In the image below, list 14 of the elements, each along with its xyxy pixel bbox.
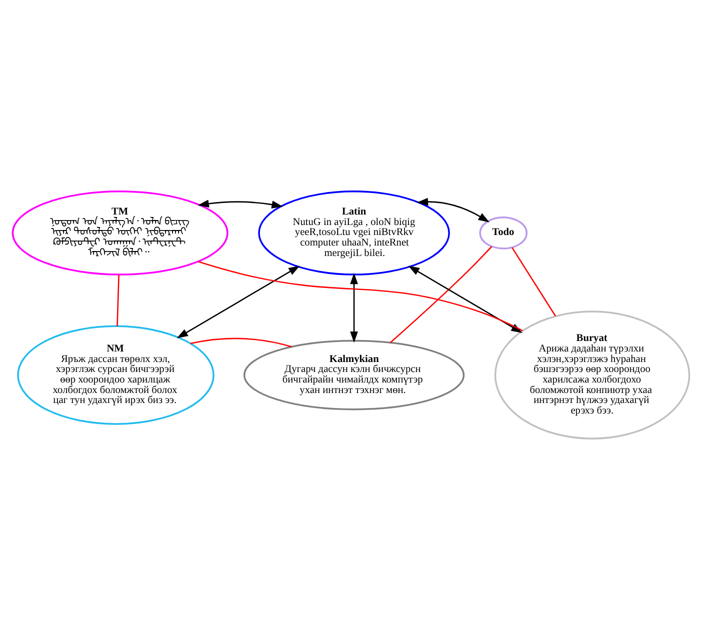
arrow xyxy=(416,197,490,222)
arrow xyxy=(198,199,283,208)
arrow xyxy=(350,272,358,342)
connector xyxy=(512,246,556,316)
arrow xyxy=(176,265,300,338)
connector xyxy=(190,337,292,347)
connector xyxy=(198,260,523,331)
node-ellipse: Todo xyxy=(479,216,528,249)
node-ellipse: NM Яръж дассан төрөлх хэл, хэрэглэж сурсан бичгээрэй өөр хоорондоо харилцаж холбогдох боломжтой болох цаг тун удахгүй ирэх биз ээ. xyxy=(17,324,214,424)
connector xyxy=(390,246,492,343)
connector xyxy=(116,274,120,326)
node-ellipse: TM ᠨᠤᠲᠤᠭ ᠤᠨ ᠠᠶᠠᠯᠭ᠎ᠠ᠂ ᠣᠯᠠᠨ ᠪᠢᠴᠢᠭ ᠢᠶᠡᠷ ᠲᠣᠰᠣᠯᠲᠤ ᠦᠭᠡᠢ ᠨᠢᠪᠲᠠᠷᠬᠠᠢ ᠺᠣᠮᠫᠢᠶᠦᠲᠧᠷ ᠤᠬᠠᠭᠠᠨ᠂ ᠢᠨᠲᠧᠷᠨᠧᠲ ᠮᠡᠷᠭᠡᠵᠢᠯ ᠪᠢᠯᠡᠢ᠃ xyxy=(12,190,228,275)
node-ellipse: Buryat Арижа дадаһан түрэлхи хэлэн,хэрэглэжэ һураһан бэшэгээрээ өөр хоорондоо харилсажа холбогдохо боломжотой конпиютр ухаа интэрнэт һүлжээ удахагүй ерэхэ бээ. xyxy=(494,310,690,439)
node-ellipse: Kalmykian Дугарч дассун кэлн бичжсурсн бичгайрайн чимайлдх компүтэр ухан интнэт тэхнэг мөн. xyxy=(243,339,465,410)
